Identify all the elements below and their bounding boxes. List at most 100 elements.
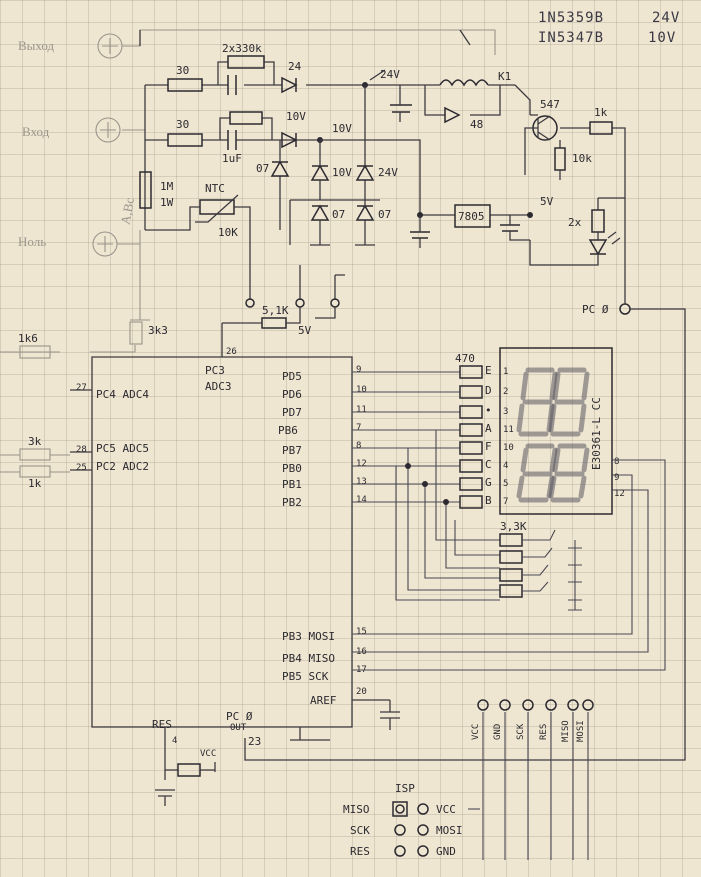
label-mcu-res: RES — [152, 718, 172, 731]
zener-10v — [310, 164, 330, 181]
pin-7-number: 7 — [356, 423, 361, 433]
resistor-1k6 — [19, 345, 51, 359]
digit-driver-resistors: 3,3K — [499, 520, 582, 611]
terminal-zero-label: Ноль — [18, 234, 46, 249]
label-z10v: 10V — [332, 166, 352, 179]
label-r30-top: 30 — [176, 64, 189, 77]
pin-4-number: 4 — [172, 736, 177, 746]
mains-terminals: Выход Вход Ноль — [18, 29, 496, 257]
diode-10v — [281, 131, 298, 149]
label-d24: 24 — [288, 60, 302, 73]
mcu-right-pins: PD5 9 PD6 10 PD7 11 PB6 7 PB7 8 PB0 12 P… — [278, 365, 367, 707]
isp-header-pins: VCC GND SCK RES MISO MOSI — [471, 699, 594, 860]
terminal-out-label: Выход — [18, 38, 55, 53]
pin-23-number: 23 — [248, 735, 261, 748]
label-r3k3: 3k3 — [148, 324, 168, 337]
header-pin-vcc: VCC — [471, 724, 481, 740]
pin-14-number: 14 — [356, 495, 367, 505]
label-7805: 7805 — [458, 210, 485, 223]
zener-24v — [355, 164, 375, 181]
label-z07a: 07 — [256, 162, 269, 175]
label-r-2x330k: 2x330k — [222, 42, 262, 55]
resistor-5k1 — [261, 317, 287, 329]
pin-pb5-label: PB5 SCK — [282, 670, 329, 683]
isp-vcc-label: VCC — [436, 803, 456, 816]
pin-pd6-label: PD6 — [282, 388, 302, 401]
pin-pc4-label: PC4 ADC4 — [96, 388, 149, 401]
label-r3k3-b: 3,3K — [500, 520, 527, 533]
resistor-reset — [177, 763, 201, 777]
label-relay: K1 — [498, 70, 511, 83]
label-z24v: 24V — [378, 166, 398, 179]
resistor-3k3 — [129, 321, 143, 345]
capacitor-24v — [390, 104, 412, 113]
pin-26-number: 26 — [226, 347, 237, 357]
resistor-30-top — [167, 78, 203, 92]
resistor-30-bottom — [167, 133, 203, 147]
segment-b-pin: 7 — [503, 497, 508, 507]
legend-value-1: 24V — [652, 10, 680, 26]
display-part-label: E30361-L CC — [590, 397, 603, 470]
label-pot-5v: 5V — [298, 324, 312, 337]
label-rail-24v: 24V — [380, 68, 400, 81]
zener-07-a — [270, 160, 290, 177]
label-r1k: 1k — [594, 106, 608, 119]
pin-11-number: 11 — [356, 405, 367, 415]
header-pin-res: RES — [539, 724, 549, 740]
label-r3k: 3k — [28, 435, 42, 448]
resistor-1k — [589, 121, 613, 135]
segment-dp-pin: 3 — [503, 407, 508, 417]
pin-12-number: 12 — [356, 459, 367, 469]
label-z07c: 07 — [378, 208, 391, 221]
label-r1m: 1M — [160, 180, 174, 193]
label-d-10v: 10V — [286, 110, 306, 123]
segment-resistors: 470 — [455, 352, 483, 509]
terminal-pc0 — [619, 303, 631, 315]
resistor-10k-base — [554, 147, 566, 171]
isp-title: ISP — [395, 782, 415, 795]
segment-c-pin: 4 — [503, 461, 508, 471]
resistor-1m — [139, 171, 152, 209]
segment-a-label: A — [485, 422, 492, 435]
isp-mosi-label: MOSI — [436, 824, 463, 837]
isp-sck-label: SCK — [350, 824, 370, 837]
zener-07-c — [355, 204, 375, 221]
pin-20-number: 20 — [356, 687, 367, 697]
label-r30-bottom: 30 — [176, 118, 189, 131]
pin-28-number: 28 — [76, 445, 87, 455]
pin-9-number: 9 — [356, 365, 361, 375]
header-pin-sck: SCK — [516, 723, 526, 740]
resistor-1k-b — [19, 465, 51, 478]
seven-segment-display: E 1 D 2 • 3 A 11 F 10 C 4 G 5 B 7 8 9 12… — [485, 347, 625, 515]
parts-legend: 1N5359B 24V IN5347B 10V — [538, 10, 680, 46]
label-r470: 470 — [455, 352, 475, 365]
pin-15-number: 15 — [356, 627, 367, 637]
segment-a-pin: 11 — [503, 425, 514, 435]
isp-connector: ISP MISO VCC SCK MOSI RES GND — [343, 782, 480, 858]
pin-10-number: 10 — [356, 385, 367, 395]
display-body — [499, 347, 613, 515]
digit-pin-9: 9 — [614, 473, 619, 483]
segment-dp-label: • — [485, 404, 492, 417]
label-mcu-pc0: PC Ø — [226, 710, 253, 723]
label-r10k-tr: 10k — [572, 152, 592, 165]
pin-pb4-label: PB4 MISO — [282, 652, 335, 665]
diode-24 — [281, 76, 298, 94]
label-r-x: A,Bc — [118, 196, 138, 225]
ntc-thermistor — [199, 199, 235, 215]
segment-c-label: C — [485, 458, 492, 471]
led-indicator — [588, 239, 608, 256]
pin-pb2-label: PB2 — [282, 496, 302, 509]
label-transistor: 547 — [540, 98, 560, 111]
terminal-in-label: Вход — [22, 124, 50, 139]
label-cap-1uf: 1uF — [222, 152, 242, 165]
regulator-7805 — [454, 204, 491, 228]
resistor-2x330k — [227, 55, 265, 69]
pin-13-number: 13 — [356, 477, 367, 487]
header-pin-mosi: MOSI — [576, 720, 586, 742]
resistor-3k — [19, 448, 51, 461]
display-digits-art — [516, 367, 590, 503]
pin-pc3-label: PC3 — [205, 364, 225, 377]
